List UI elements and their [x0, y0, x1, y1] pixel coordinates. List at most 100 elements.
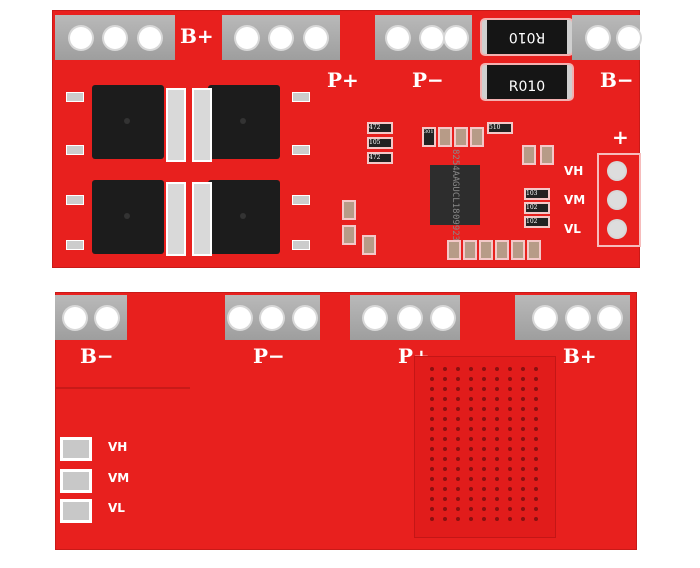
pad-strip-p-plus — [350, 295, 460, 340]
via — [443, 477, 447, 481]
label-vl: VL — [564, 222, 581, 236]
mosfet — [92, 85, 164, 159]
via — [430, 507, 434, 511]
via — [508, 487, 512, 491]
via — [456, 417, 460, 421]
via — [443, 397, 447, 401]
via — [482, 397, 486, 401]
label-b-plus: B+ — [563, 344, 597, 368]
via — [430, 417, 434, 421]
label-p-minus: P− — [253, 344, 285, 368]
via — [482, 407, 486, 411]
via — [443, 407, 447, 411]
pad-strip-b-plus — [55, 15, 175, 60]
via — [534, 517, 538, 521]
via — [430, 427, 434, 431]
via — [521, 417, 525, 421]
via — [430, 467, 434, 471]
via — [482, 467, 486, 471]
label-vm: VM — [564, 193, 586, 207]
via — [521, 467, 525, 471]
via — [534, 487, 538, 491]
via — [430, 377, 434, 381]
via — [469, 517, 473, 521]
via — [534, 397, 538, 401]
via — [495, 387, 499, 391]
via — [495, 397, 499, 401]
balance-pad-vm — [60, 469, 92, 493]
via — [456, 427, 460, 431]
via — [456, 407, 460, 411]
pcb-bottom-side: B− P− P+ B+ VH VM VL — [55, 292, 637, 550]
via — [482, 367, 486, 371]
label-vm: VM — [108, 471, 130, 485]
via — [430, 497, 434, 501]
via — [443, 447, 447, 451]
balance-pad-vl — [60, 499, 92, 523]
via — [495, 507, 499, 511]
via — [456, 507, 460, 511]
shunt-resistor: R010 — [482, 65, 572, 99]
via — [430, 387, 434, 391]
via — [534, 407, 538, 411]
via — [534, 437, 538, 441]
via — [469, 417, 473, 421]
label-vh: VH — [564, 164, 584, 178]
via — [469, 447, 473, 451]
via — [456, 367, 460, 371]
via — [443, 427, 447, 431]
pad-strip-b-minus — [572, 15, 640, 60]
via — [508, 407, 512, 411]
balance-pad-vh — [60, 437, 92, 461]
via — [456, 477, 460, 481]
via — [430, 447, 434, 451]
via — [469, 497, 473, 501]
pad-strip-b-plus — [515, 295, 630, 340]
via — [508, 437, 512, 441]
via — [443, 517, 447, 521]
via — [495, 377, 499, 381]
via — [469, 387, 473, 391]
via — [521, 367, 525, 371]
mosfet — [208, 180, 280, 254]
via — [534, 467, 538, 471]
label-b-minus: B− — [80, 344, 114, 368]
via — [482, 517, 486, 521]
via — [430, 437, 434, 441]
via — [521, 507, 525, 511]
via — [469, 507, 473, 511]
via — [495, 407, 499, 411]
via — [456, 387, 460, 391]
via — [508, 427, 512, 431]
via — [443, 497, 447, 501]
label-p-plus: P+ — [327, 68, 359, 92]
via — [521, 397, 525, 401]
via — [495, 467, 499, 471]
via — [482, 497, 486, 501]
via — [456, 497, 460, 501]
via — [521, 437, 525, 441]
via — [482, 427, 486, 431]
via — [430, 487, 434, 491]
via — [495, 477, 499, 481]
via — [469, 397, 473, 401]
pad-strip-p-minus — [225, 295, 320, 340]
via — [443, 417, 447, 421]
via — [430, 407, 434, 411]
via — [430, 367, 434, 371]
via — [495, 487, 499, 491]
via-array — [430, 367, 545, 532]
via — [482, 437, 486, 441]
label-vl: VL — [108, 501, 125, 515]
via — [534, 447, 538, 451]
via — [508, 397, 512, 401]
via — [508, 377, 512, 381]
via — [469, 437, 473, 441]
via — [430, 397, 434, 401]
via — [508, 387, 512, 391]
mosfet — [208, 85, 280, 159]
via — [508, 457, 512, 461]
via — [430, 477, 434, 481]
via — [443, 377, 447, 381]
